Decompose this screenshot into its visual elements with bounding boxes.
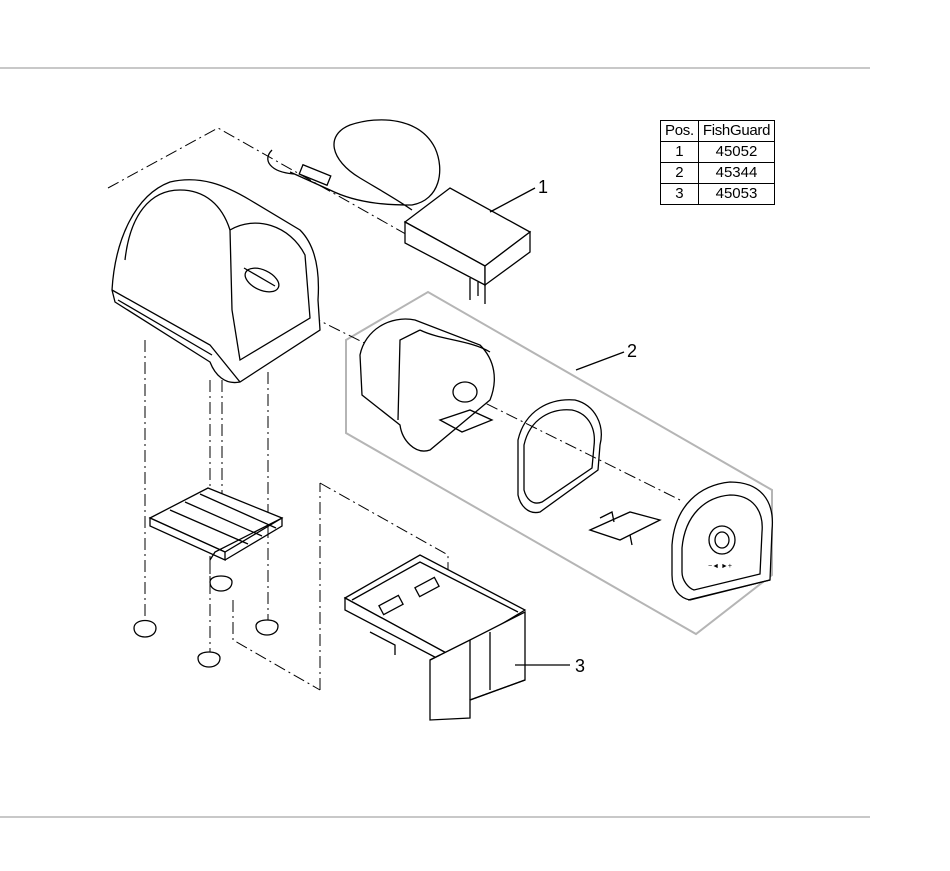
table-row: 2 45344	[661, 163, 775, 184]
cell-pos: 2	[661, 163, 699, 184]
mounting-bracket	[345, 555, 525, 720]
table-header-row: Pos. FishGuard	[661, 121, 775, 142]
callout-2: 2	[627, 342, 637, 360]
table-row: 1 45052	[661, 142, 775, 163]
cell-code: 45344	[698, 163, 774, 184]
seal-ring	[518, 400, 601, 513]
cover-marking: −◄ ►+	[708, 563, 732, 570]
cell-code: 45052	[698, 142, 774, 163]
cell-code: 45053	[698, 184, 774, 205]
callout-3: 3	[575, 657, 585, 675]
clip	[590, 512, 660, 545]
base-plate	[150, 488, 282, 560]
header-pos: Pos.	[661, 121, 699, 142]
callout-1: 1	[538, 178, 548, 196]
cell-pos: 1	[661, 142, 699, 163]
parts-table: Pos. FishGuard 1 45052 2 45344 3 45053	[660, 120, 775, 205]
cell-pos: 3	[661, 184, 699, 205]
table-row: 3 45053	[661, 184, 775, 205]
main-housing	[112, 180, 320, 383]
inner-housing	[360, 319, 494, 451]
header-fishguard: FishGuard	[698, 121, 774, 142]
front-cover: −◄ ►+	[672, 482, 772, 600]
